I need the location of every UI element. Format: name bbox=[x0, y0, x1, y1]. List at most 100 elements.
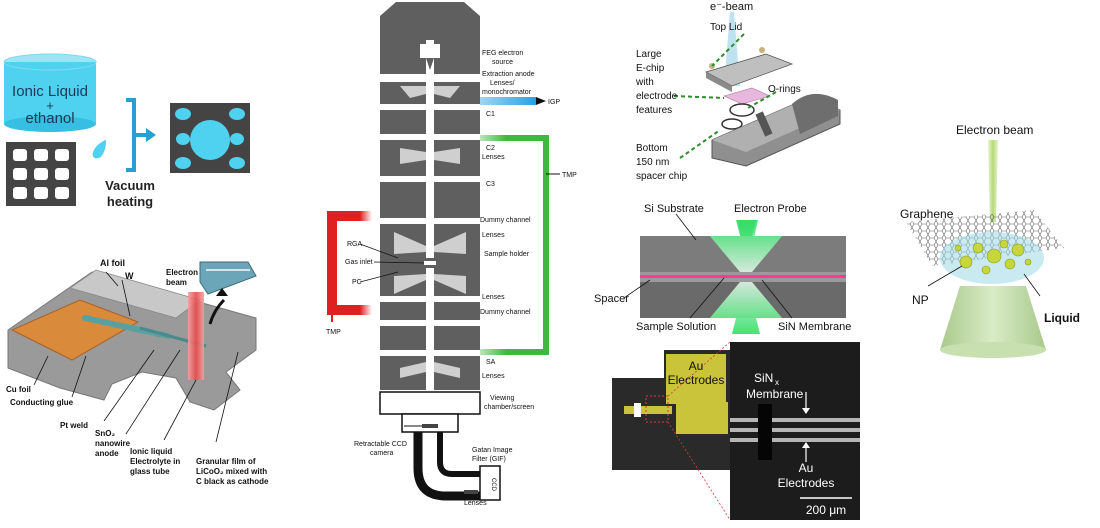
probe-in-window-top bbox=[710, 236, 782, 272]
electron-beam-g bbox=[988, 140, 998, 222]
sinx-window-optical bbox=[634, 403, 641, 417]
o-ring-2 bbox=[721, 118, 743, 130]
lenses-4-label: Lenses bbox=[482, 373, 505, 380]
sem-electrode-1 bbox=[730, 418, 860, 422]
sinx-label-1: SiN bbox=[754, 371, 773, 385]
red-pipe bbox=[327, 211, 372, 315]
sample-slot bbox=[424, 261, 436, 265]
sem-window bbox=[758, 404, 772, 460]
sem-electrode-2 bbox=[730, 428, 860, 432]
probe-in-window-bottom bbox=[710, 282, 782, 318]
feg-label-1: FEG electron bbox=[482, 50, 523, 57]
ebeam-label: e⁻-beam bbox=[710, 1, 753, 13]
beaker-label-1: Ionic Liquid bbox=[12, 83, 88, 100]
sample-solution-line bbox=[640, 275, 846, 278]
ionic-liquid-label-3: glass tube bbox=[130, 467, 170, 476]
rga-label: RGA bbox=[347, 241, 363, 248]
ccd-slider bbox=[422, 424, 438, 428]
lens-elements bbox=[394, 86, 466, 378]
au-pad-bottom bbox=[676, 402, 728, 434]
callouts-b bbox=[33, 271, 239, 443]
ccd-box bbox=[479, 465, 501, 501]
green-pipe bbox=[466, 135, 549, 355]
ccd-camera-label-2: camera bbox=[370, 450, 393, 457]
viewing-neck bbox=[401, 413, 459, 433]
column-right bbox=[434, 40, 480, 390]
viewing-label-2: chamber/screen bbox=[484, 404, 534, 411]
holder-dome bbox=[792, 93, 838, 134]
lenses-mono-label-2: monochromator bbox=[482, 89, 532, 96]
green-callouts bbox=[673, 33, 777, 159]
panel-a: Ionic Liquid + ethanol Vacuum heating bbox=[3, 53, 250, 209]
c1-label: C1 bbox=[486, 111, 495, 118]
callouts-g bbox=[927, 265, 1041, 297]
sample-holder-label: Sample holder bbox=[484, 251, 530, 258]
sin-membrane-label: SiN Membrane bbox=[778, 321, 851, 333]
beaker-label-2: + bbox=[46, 98, 54, 113]
top-lid-label: Top Lid bbox=[710, 22, 742, 33]
column-top bbox=[380, 2, 480, 40]
panel-f: Au Electrodes SiN x Membrane Au Electrod… bbox=[612, 341, 860, 521]
bottom-cone-base bbox=[940, 342, 1046, 358]
lenses-3-label: Lenses bbox=[482, 294, 505, 301]
bottom-cone bbox=[940, 286, 1046, 350]
conducting-glue-label: Conducting glue bbox=[10, 398, 74, 407]
graphene-label: Graphene bbox=[900, 207, 954, 221]
electron-probe-label: Electron Probe bbox=[734, 203, 807, 215]
cu-foil-label: Cu foil bbox=[6, 385, 31, 394]
sinx-sub-label: x bbox=[775, 378, 779, 387]
droplet-icon bbox=[92, 139, 107, 159]
electron-beam-b bbox=[188, 292, 204, 380]
bottom-label-2: 150 nm bbox=[636, 157, 669, 168]
au-electrodes-optical-label-1: Au bbox=[689, 359, 704, 373]
c2-label: C2 bbox=[486, 145, 495, 152]
panel-d: e⁻-beam Top Lid Large E-chip with electr… bbox=[635, 1, 841, 182]
lenses-1-label: Lenses bbox=[482, 154, 505, 161]
curved-arrow bbox=[208, 298, 226, 325]
ccd-box-label: CCD bbox=[490, 478, 496, 492]
gif-inner bbox=[437, 432, 486, 477]
bracket-arrow bbox=[126, 98, 156, 172]
electron-beam-label-1: Electron bbox=[166, 268, 198, 277]
zoom-line-2 bbox=[667, 421, 731, 521]
liquid-label: Liquid bbox=[1044, 311, 1080, 325]
sno2-label-3: anode bbox=[95, 449, 119, 458]
granular-label-1: Granular film of bbox=[196, 457, 256, 466]
gif-outer bbox=[413, 432, 486, 501]
viewing-label-1: Viewing bbox=[490, 395, 514, 402]
au-lead bbox=[624, 406, 672, 414]
lenses-2-label: Lenses bbox=[482, 232, 505, 239]
sem-electrode-3 bbox=[730, 438, 860, 442]
gas-inlet-label: Gas inlet bbox=[345, 259, 373, 266]
column-gaps bbox=[380, 74, 480, 356]
au-sem-label-1: Au bbox=[799, 461, 814, 475]
ccd-camera-label-1: Retractable CCD bbox=[354, 441, 407, 448]
pc-label: PC bbox=[352, 279, 362, 286]
sa-label: SA bbox=[486, 359, 496, 366]
gatan-label-2: Filter (GIF) bbox=[472, 456, 506, 463]
pt-weld-label: Pt weld bbox=[60, 421, 88, 430]
zoom-line-1 bbox=[667, 341, 731, 397]
large-echip-label-3: with bbox=[635, 77, 654, 88]
sno2-label-1: SnO₂ bbox=[95, 429, 115, 438]
c3-label: C3 bbox=[486, 181, 495, 188]
au-sem-label-2: Electrodes bbox=[778, 476, 835, 490]
ionic-liquid-label-1: Ionic liquid bbox=[130, 447, 172, 456]
tmp-right-label: TMP bbox=[562, 172, 577, 179]
sinx-label-2: Membrane bbox=[746, 387, 804, 401]
o-rings-label: O-rings bbox=[768, 84, 801, 95]
o-ring-1 bbox=[729, 103, 755, 117]
large-echip-label-4: electrode bbox=[636, 91, 678, 102]
large-echip-label-5: features bbox=[636, 105, 672, 116]
lenses-5-label: Lenses bbox=[464, 500, 487, 507]
sno2-label-2: nanowire bbox=[95, 439, 131, 448]
blue-pipe bbox=[436, 97, 536, 105]
electron-beam-label-2: beam bbox=[166, 278, 187, 287]
gun-tip bbox=[426, 58, 434, 70]
au-pad-top bbox=[666, 354, 726, 404]
panel-b: Al foil W Electron beam Cu foil Conducti… bbox=[6, 258, 269, 486]
gatan-label-1: Gatan Image bbox=[472, 447, 513, 454]
sample-holder bbox=[404, 258, 476, 268]
